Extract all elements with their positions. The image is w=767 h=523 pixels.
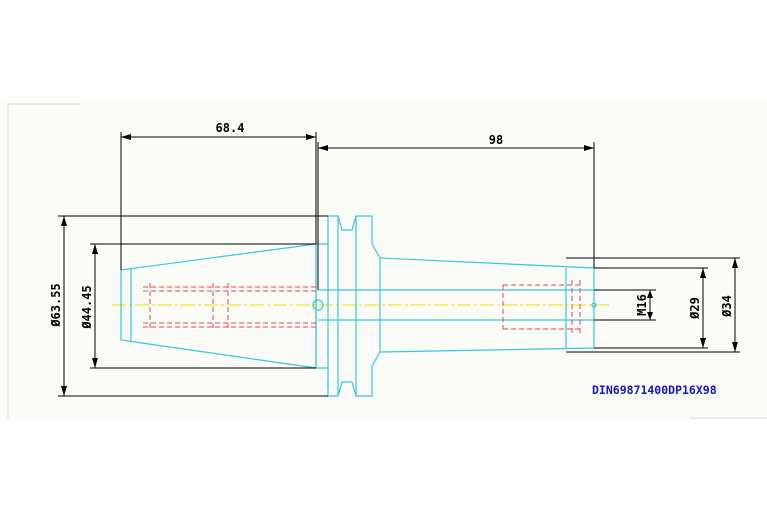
dim-thread: M16 — [635, 294, 649, 316]
tool-holder-outline — [120, 215, 597, 397]
dim-taper-diameter: Ø44.45 — [80, 285, 94, 329]
center-hole — [312, 299, 324, 311]
dim-nose-diameter: Ø34 — [720, 295, 734, 318]
dimension-lines — [58, 132, 740, 397]
part-number-label: DIN69871400DP16X98 — [592, 383, 717, 397]
dim-98: 98 — [489, 133, 503, 147]
dimension-arrows — [61, 134, 738, 396]
drawing-sheet — [0, 100, 767, 420]
nose-body — [379, 257, 595, 353]
dim-68-4: 68.4 — [216, 121, 245, 135]
nose-center-mark — [591, 302, 597, 308]
hidden-lines — [143, 280, 581, 334]
dim-bore-diameter: Ø29 — [688, 297, 702, 320]
dim-flange-diameter: Ø63.55 — [49, 283, 63, 327]
